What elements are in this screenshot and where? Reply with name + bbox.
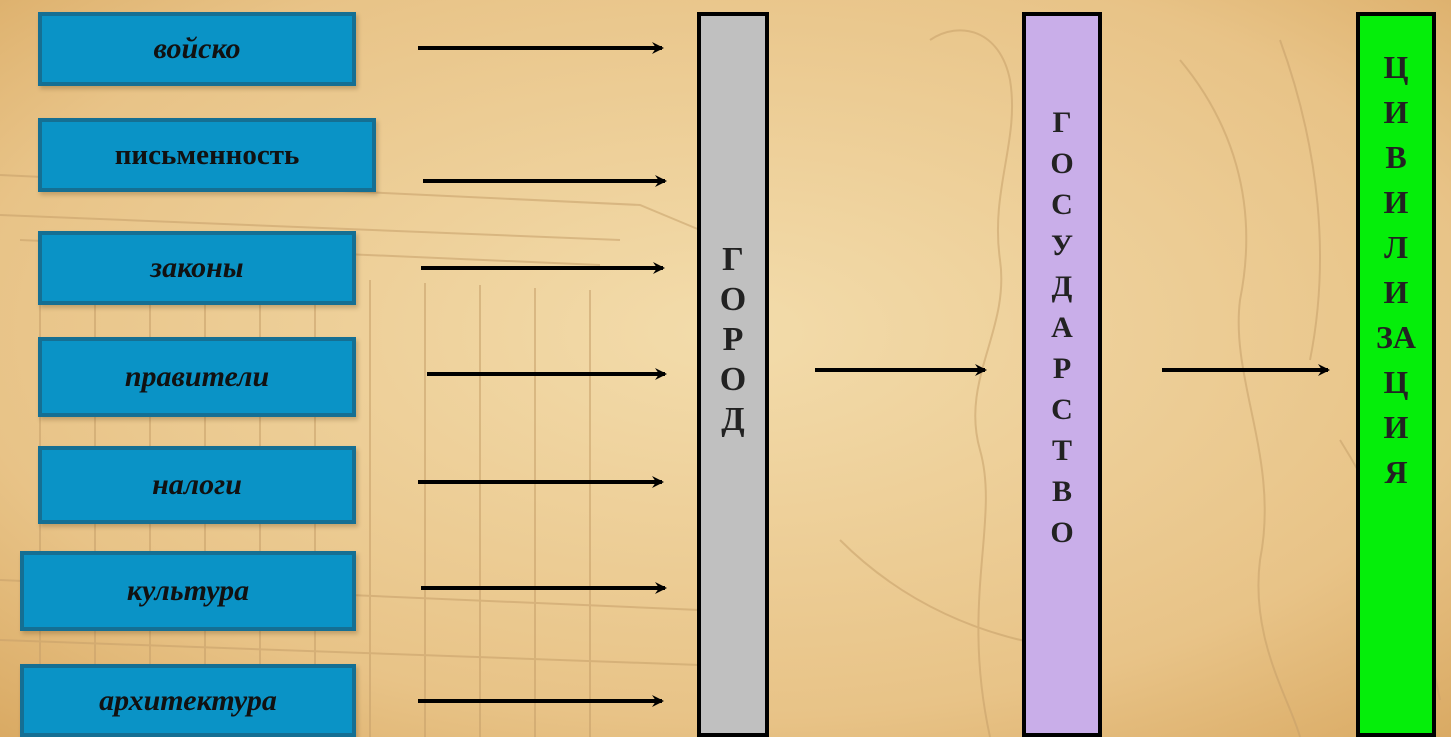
letter: У — [1051, 225, 1073, 266]
category-box-army: войско — [38, 12, 356, 86]
letter: О — [720, 280, 746, 320]
letter: И — [1384, 180, 1409, 225]
civilization-letters: Ц И В И Л И ЗА Ц И Я — [1376, 45, 1416, 495]
letter: Л — [1384, 225, 1408, 270]
letter: Д — [721, 400, 744, 440]
letter: Ц — [1384, 360, 1409, 405]
category-label: архитектура — [99, 684, 277, 718]
city-letters: Г О Р О Д — [720, 240, 746, 440]
category-label: правители — [125, 360, 269, 394]
letter: В — [1385, 135, 1406, 180]
letter: А — [1051, 307, 1073, 348]
category-box-taxes: налоги — [38, 446, 356, 524]
category-label: войско — [153, 32, 240, 66]
category-box-laws: законы — [38, 231, 356, 305]
state-column: Г О С У Д А Р С Т В О — [1022, 12, 1102, 737]
letter: В — [1052, 471, 1072, 512]
category-label: культура — [127, 574, 249, 608]
letter: Г — [722, 240, 744, 280]
letter: О — [720, 360, 746, 400]
state-letters: Г О С У Д А Р С Т В О — [1050, 102, 1073, 553]
letter: Р — [723, 320, 744, 360]
letter: О — [1050, 512, 1073, 553]
category-box-culture: культура — [20, 551, 356, 631]
letter: И — [1384, 405, 1409, 450]
letter: Т — [1052, 430, 1072, 471]
letter: Д — [1052, 266, 1073, 307]
letter: И — [1384, 270, 1409, 315]
letter: Ц — [1384, 45, 1409, 90]
letter: С — [1051, 389, 1073, 430]
letter: Р — [1053, 348, 1071, 389]
category-label: налоги — [152, 468, 242, 502]
letter: Я — [1384, 450, 1407, 495]
category-box-writing: письменность — [38, 118, 376, 192]
letter: ЗА — [1376, 315, 1416, 360]
category-label: письменность — [115, 139, 300, 172]
letter: Г — [1052, 102, 1071, 143]
city-column: Г О Р О Д — [697, 12, 769, 737]
category-box-architecture: архитектура — [20, 664, 356, 737]
letter: И — [1384, 90, 1409, 135]
letter: С — [1051, 184, 1073, 225]
civilization-column: Ц И В И Л И ЗА Ц И Я — [1356, 12, 1436, 737]
category-box-rulers: правители — [38, 337, 356, 417]
letter: О — [1050, 143, 1073, 184]
category-label: законы — [150, 251, 243, 285]
